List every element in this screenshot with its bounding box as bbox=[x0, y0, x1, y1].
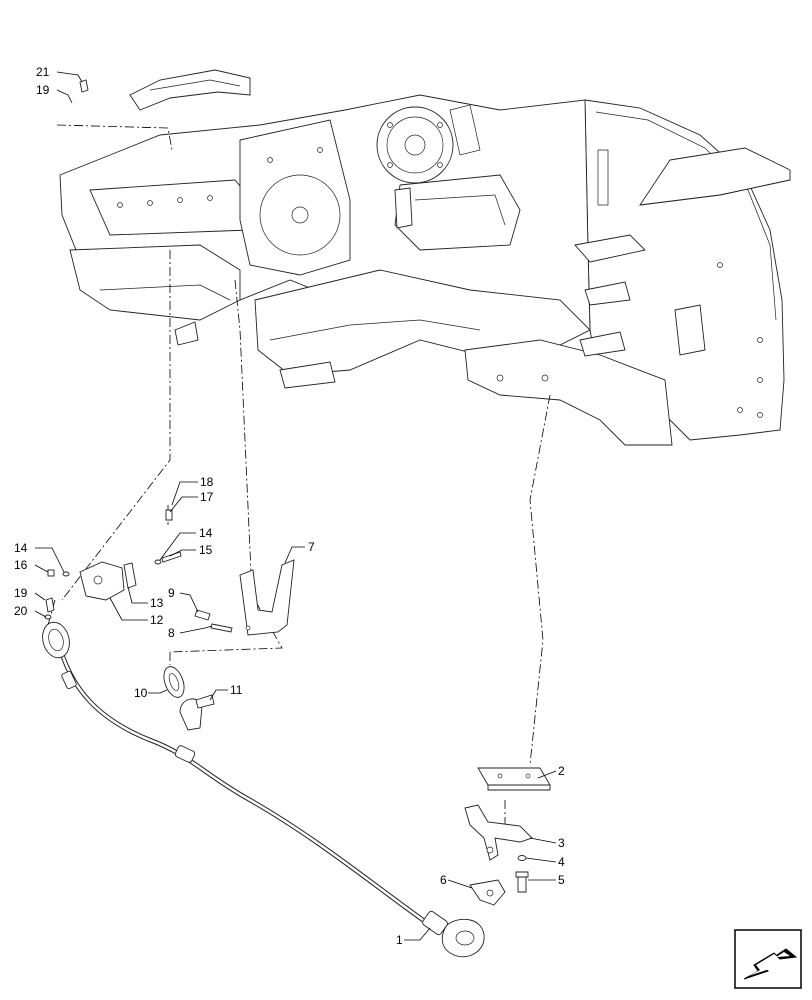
part-10-link bbox=[163, 666, 185, 698]
part-11-shackle bbox=[179, 694, 215, 731]
callout-14-right: 14 bbox=[199, 526, 213, 540]
callout-6: 6 bbox=[440, 873, 447, 887]
part-13-pin bbox=[123, 562, 137, 589]
callout-10: 10 bbox=[134, 686, 148, 700]
callout-labels: 1 2 3 4 5 6 7 8 9 10 11 12 13 14 14 15 1… bbox=[14, 65, 565, 947]
leader-lines bbox=[34, 71, 557, 941]
callout-7: 7 bbox=[308, 540, 315, 554]
callout-4: 4 bbox=[558, 855, 565, 869]
callout-8: 8 bbox=[168, 626, 175, 640]
part-12-hitch-block bbox=[79, 561, 125, 601]
page-arrow-icon bbox=[734, 929, 802, 989]
callout-2: 2 bbox=[558, 764, 565, 778]
part-19-bolt-lower bbox=[45, 597, 55, 613]
part-8-pin bbox=[210, 623, 233, 633]
part-5-bolt bbox=[515, 871, 529, 893]
tractor-chassis bbox=[59, 69, 791, 446]
callout-18: 18 bbox=[200, 475, 214, 489]
part-2-bracket-plate bbox=[477, 767, 551, 791]
callout-9: 9 bbox=[168, 586, 175, 600]
part-3-hook-bracket bbox=[464, 804, 533, 861]
part-16-nut bbox=[47, 569, 55, 577]
part-4-washer bbox=[517, 855, 527, 861]
part-17-bolt bbox=[165, 509, 173, 521]
callout-15: 15 bbox=[199, 543, 213, 557]
part-14-washer-right bbox=[154, 559, 162, 565]
callout-3: 3 bbox=[558, 836, 565, 850]
page-navigation-button[interactable] bbox=[734, 929, 802, 989]
callout-1: 1 bbox=[396, 933, 403, 947]
callout-21: 21 bbox=[36, 65, 50, 79]
tow-cable-assembly bbox=[42, 621, 485, 958]
callout-19-lower: 19 bbox=[14, 586, 28, 600]
part-6-clevis bbox=[469, 879, 506, 906]
callout-13: 13 bbox=[150, 596, 164, 610]
callout-16: 16 bbox=[14, 558, 28, 572]
callout-14-left: 14 bbox=[14, 541, 28, 555]
callout-20: 20 bbox=[14, 604, 28, 618]
part-20-washer bbox=[44, 614, 52, 620]
callout-5: 5 bbox=[558, 873, 565, 887]
callout-12: 12 bbox=[150, 613, 164, 627]
part-14-washer-left bbox=[62, 571, 70, 577]
part-9-bolt bbox=[194, 609, 211, 621]
part-21-bolt-upper bbox=[79, 79, 89, 93]
callout-19-upper: 19 bbox=[36, 83, 50, 97]
part-7-fork-bracket bbox=[239, 559, 295, 636]
callout-11: 11 bbox=[230, 683, 243, 697]
callout-17: 17 bbox=[200, 490, 214, 504]
